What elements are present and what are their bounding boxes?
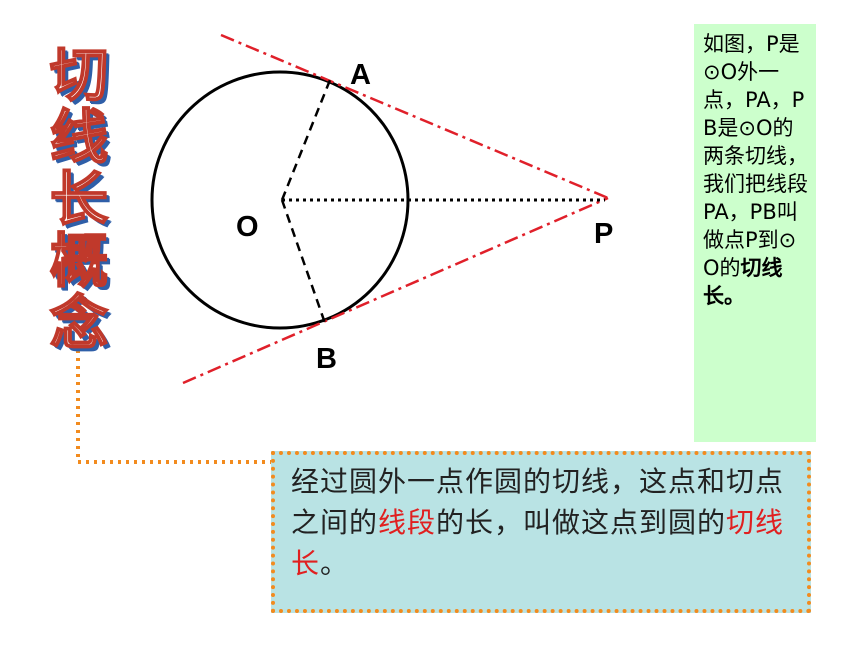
- definition-text: 。: [320, 547, 350, 580]
- title-char: 切: [49, 41, 109, 109]
- label-b: B: [316, 343, 337, 375]
- side-note-text: 如图，P是⊙O外一点，PA，PB是⊙O的两条切线，我们把线段PA，PB叫做点P到…: [703, 32, 808, 280]
- definition-text: 的长，叫做这点到圆的: [436, 506, 727, 539]
- definition-highlight-segment: 线段: [378, 506, 437, 539]
- title-char: 念: [49, 289, 109, 357]
- vertical-title: 切 线 长 概 念: [40, 41, 118, 357]
- side-note-bold-term: 切线长。: [703, 256, 783, 308]
- definition-text: 经过圆外一点作圆的切线，这点和切点之间的: [291, 465, 785, 539]
- definition-box: 经过圆外一点作圆的切线，这点和切点之间的线段的长，叫做这点到圆的切线长。: [271, 451, 811, 613]
- label-o: O: [236, 211, 259, 243]
- tangent-line-pa: [220, 33, 609, 200]
- definition-highlight-term: 切线长: [291, 506, 785, 580]
- radius-oa: [280, 79, 332, 201]
- circle-o: [150, 70, 410, 330]
- tangent-line-pb: [182, 196, 609, 385]
- label-p: P: [594, 218, 613, 250]
- title-char: 长: [49, 165, 109, 233]
- title-char: 线: [49, 103, 109, 171]
- label-a: A: [350, 59, 371, 91]
- title-char: 概: [49, 227, 109, 295]
- connector-dotted-line: [76, 342, 271, 464]
- radius-ob: [280, 199, 328, 327]
- side-note-box: 如图，P是⊙O外一点，PA，PB是⊙O的两条切线，我们把线段PA，PB叫做点P到…: [694, 24, 816, 442]
